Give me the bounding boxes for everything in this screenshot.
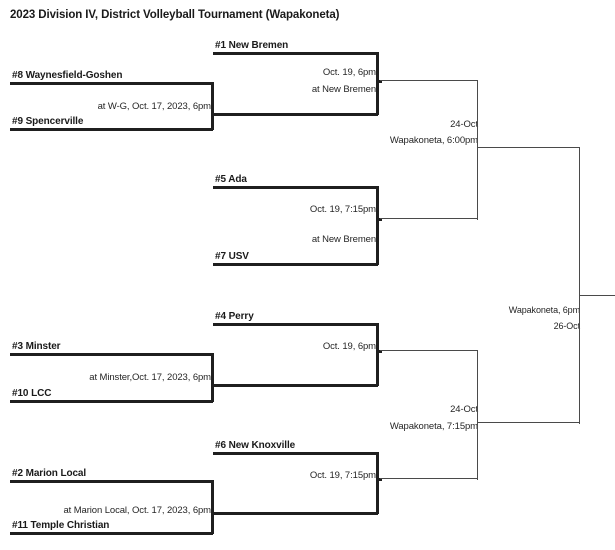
semifinal-2-venue-time: Wapakoneta, 7:15pm [389,421,478,432]
play-in-3-top-line [10,480,213,483]
quarterfinal-4-team: #6 New Knoxville [215,440,296,451]
semifinal-1-venue-time: Wapakoneta, 6:00pm [389,135,478,146]
quarterfinal-4-connector-out [376,478,382,481]
quarterfinal-2-bottom-line [213,263,378,266]
play-in-3-top-team: #2 Marion Local [12,468,87,479]
play-in-2-bottom-line [10,400,213,403]
semifinal-1-date: 24-Oct [450,119,478,130]
play-in-2-info: at Minster,Oct. 17, 2023, 6pm [89,372,211,383]
final-connector-out [579,295,615,297]
quarterfinal-3-connector-out [376,350,382,353]
play-in-1-top-line [10,82,213,85]
final-date: 26-Oct [553,321,581,331]
quarterfinal-4-connector-vertical [376,452,379,514]
play-in-3-info: at Marion Local, Oct. 17, 2023, 6pm [63,505,211,516]
quarterfinal-3-bottom-line [213,384,378,387]
quarterfinal-3-team: #4 Perry [215,311,254,322]
quarterfinal-2-bottom-team: #7 USV [215,251,249,262]
play-in-1-info: at W-G, Oct. 17, 2023, 6pm [97,101,211,112]
quarterfinal-1-connector-vertical [376,52,379,115]
play-in-2-bottom-team: #10 LCC [12,388,52,399]
quarterfinal-1-bottom-line [213,113,378,116]
final-venue-time: Wapakoneta, 6pm [508,305,580,315]
semifinal-2-date: 24-Oct [450,404,478,415]
quarterfinal-1-connector-out [376,80,382,83]
play-in-3-bottom-line [10,532,213,535]
quarterfinal-2-top-line [213,186,378,189]
play-in-1-top-team: #8 Waynesfield-Goshen [12,70,123,81]
final-connector-vertical [579,147,581,424]
quarterfinal-1-datetime: Oct. 19, 6pm [322,67,376,78]
semifinal-2-top-line [380,350,478,352]
play-in-2-top-line [10,353,213,356]
play-in-2-top-team: #3 Minster [12,341,61,352]
quarterfinal-3-top-line [213,323,378,326]
quarterfinal-4-top-line [213,452,378,455]
quarterfinal-3-connector-vertical [376,323,379,386]
final-bottom-line [480,422,580,424]
final-top-line [480,147,580,149]
play-in-3-connector-vertical [211,480,214,534]
semifinal-1-bottom-line [380,218,478,220]
play-in-1-connector-vertical [211,82,214,130]
semifinal-1-connector-vertical [477,80,479,220]
page-title: 2023 Division IV, District Volleyball To… [10,9,340,21]
semifinal-2-bottom-line [380,478,478,480]
quarterfinal-1-top-line [213,52,378,55]
play-in-1-bottom-team: #9 Spencerville [12,116,84,127]
play-in-1-bottom-line [10,128,213,131]
semifinal-1-top-line [380,80,478,82]
play-in-2-connector-vertical [211,353,214,402]
quarterfinal-1-venue: at New Bremen [311,84,376,95]
quarterfinal-2-connector-out [376,218,382,221]
quarterfinal-2-datetime: Oct. 19, 7:15pm [309,204,376,215]
semifinal-2-connector-vertical [477,350,479,480]
play-in-3-bottom-team: #11 Temple Christian [12,520,110,531]
quarterfinal-3-datetime: Oct. 19, 6pm [322,341,376,352]
quarterfinal-2-venue: at New Bremen [311,234,376,245]
quarterfinal-2-top-team: #5 Ada [215,174,247,185]
quarterfinal-4-datetime: Oct. 19, 7:15pm [309,470,376,481]
quarterfinal-2-connector-vertical [376,186,379,265]
quarterfinal-4-bottom-line [213,512,378,515]
quarterfinal-1-team: #1 New Bremen [215,40,289,51]
